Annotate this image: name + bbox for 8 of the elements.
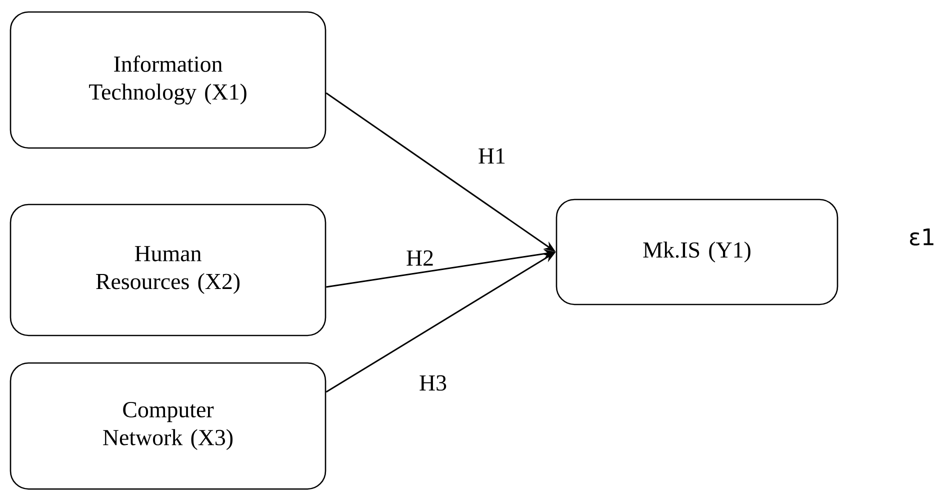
variable-box: Human Resources (X2) xyxy=(10,204,326,336)
variable-box: Computer Network (X3) xyxy=(10,362,326,490)
edge-label: H3 xyxy=(418,374,448,392)
error-term-label: ε1 xyxy=(910,228,934,246)
edge-label: H2 xyxy=(405,249,435,267)
variable-box: Mk.IS (Y1) xyxy=(556,198,838,306)
variable-box: Information Technology (X1) xyxy=(10,11,326,149)
edge-label: H1 xyxy=(477,147,507,165)
